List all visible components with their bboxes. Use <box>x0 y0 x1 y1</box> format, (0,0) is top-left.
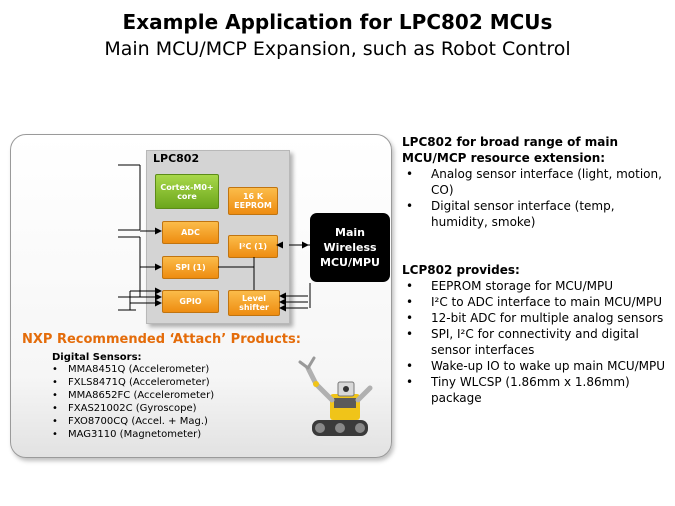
section2-heading: LCP802 provides: <box>402 263 520 277</box>
main-wireless-mcu-box: Main Wireless MCU/MPU <box>310 213 390 282</box>
section2-list: EEPROM storage for MCU/MPU I²C to ADC in… <box>402 278 670 406</box>
list-item: Analog sensor interface (light, motion, … <box>402 166 670 198</box>
list-item: I²C to ADC interface to main MCU/MPU <box>402 294 670 310</box>
page-subtitle: Main MCU/MCP Expansion, such as Robot Co… <box>104 38 571 60</box>
sensor-item: MAG3110 (Magnetometer) <box>52 428 214 441</box>
list-item: SPI, I²C for connectivity and digital se… <box>402 326 670 358</box>
sensor-item: FXAS21002C (Gyroscope) <box>52 402 214 415</box>
sensor-item: FXO8700CQ (Accel. + Mag.) <box>52 415 214 428</box>
sensor-item: MMA8652FC (Accelerometer) <box>52 389 214 402</box>
sensor-item: MMA8451Q (Accelerometer) <box>52 363 214 376</box>
sensor-item: FXLS8471Q (Accelerometer) <box>52 376 214 389</box>
section1-heading: LPC802 for broad range of main MCU/MCP r… <box>402 135 619 165</box>
adc-block: ADC <box>162 221 219 244</box>
digital-sensors-heading: Digital Sensors: <box>52 352 142 363</box>
list-item: Digital sensor interface (temp, humidity… <box>402 198 670 230</box>
list-item: Tiny WLCSP (1.86mm x 1.86mm) package <box>402 374 670 406</box>
cortex-core-block: Cortex-M0+ core <box>155 174 219 209</box>
robot-illustration <box>298 356 376 445</box>
section1-list: Analog sensor interface (light, motion, … <box>402 166 670 230</box>
list-item: EEPROM storage for MCU/MPU <box>402 278 670 294</box>
recommended-heading: NXP Recommended ‘Attach’ Products: <box>22 332 301 347</box>
gpio-block: GPIO <box>162 290 219 313</box>
level-shifter-block: Level shifter <box>228 290 280 316</box>
eeprom-block: 16 K EEPROM <box>228 187 278 215</box>
sensor-list: MMA8451Q (Accelerometer) FXLS8471Q (Acce… <box>52 363 214 441</box>
page-title: Example Application for LPC802 MCUs <box>122 10 553 34</box>
list-item: 12-bit ADC for multiple analog sensors <box>402 310 670 326</box>
chip-label: LPC802 <box>153 152 200 165</box>
list-item: Wake-up IO to wake up main MCU/MPU <box>402 358 670 374</box>
